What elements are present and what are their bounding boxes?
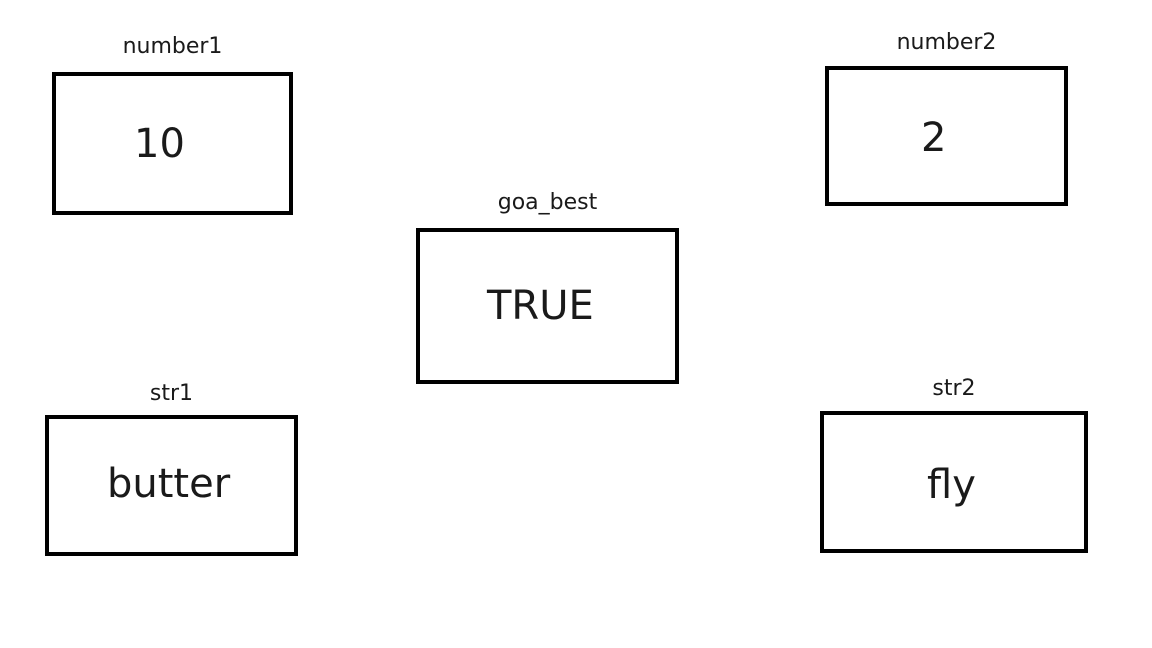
variable-name-label: str1 [149,381,194,406]
variable-value: TRUE [487,283,594,329]
variable-value-box: fly [820,411,1088,553]
variable-value-box: 2 [825,66,1068,206]
variable-value: fly [927,462,976,508]
variable-value-box: 10 [52,72,293,215]
variable-value-box: butter [45,415,298,556]
variable-name-label: number2 [896,30,997,55]
variable-name-label: number1 [122,34,223,59]
variable-value: 10 [134,121,185,167]
variable-value-box: TRUE [416,228,679,384]
variable-value: 2 [921,115,947,161]
variable-value: butter [107,461,231,507]
variable-name-label: str2 [932,376,976,401]
variable-name-label: goa_best [497,190,598,215]
